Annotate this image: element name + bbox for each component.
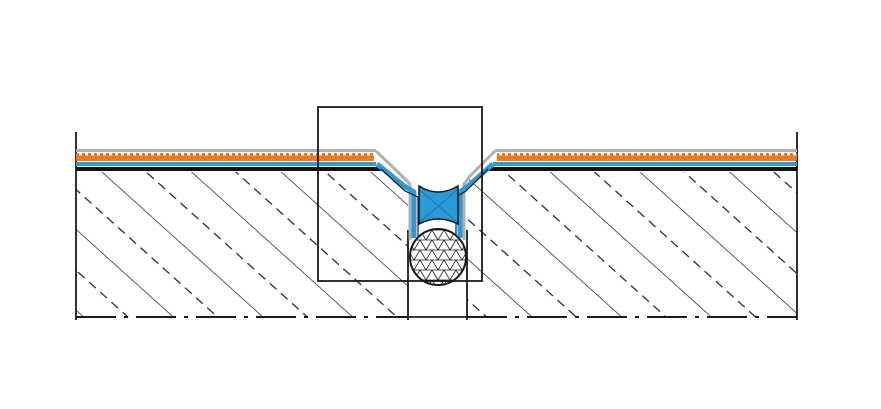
waterproofing-layers-left	[76, 149, 381, 171]
waterproofing-layers-right	[488, 149, 797, 171]
joint-membrane	[374, 149, 497, 240]
backer-rod	[409, 228, 467, 286]
detail-frame	[317, 106, 483, 282]
joint-sealant	[418, 184, 459, 226]
right-concrete-slab	[466, 132, 798, 320]
left-concrete-slab	[75, 132, 409, 320]
